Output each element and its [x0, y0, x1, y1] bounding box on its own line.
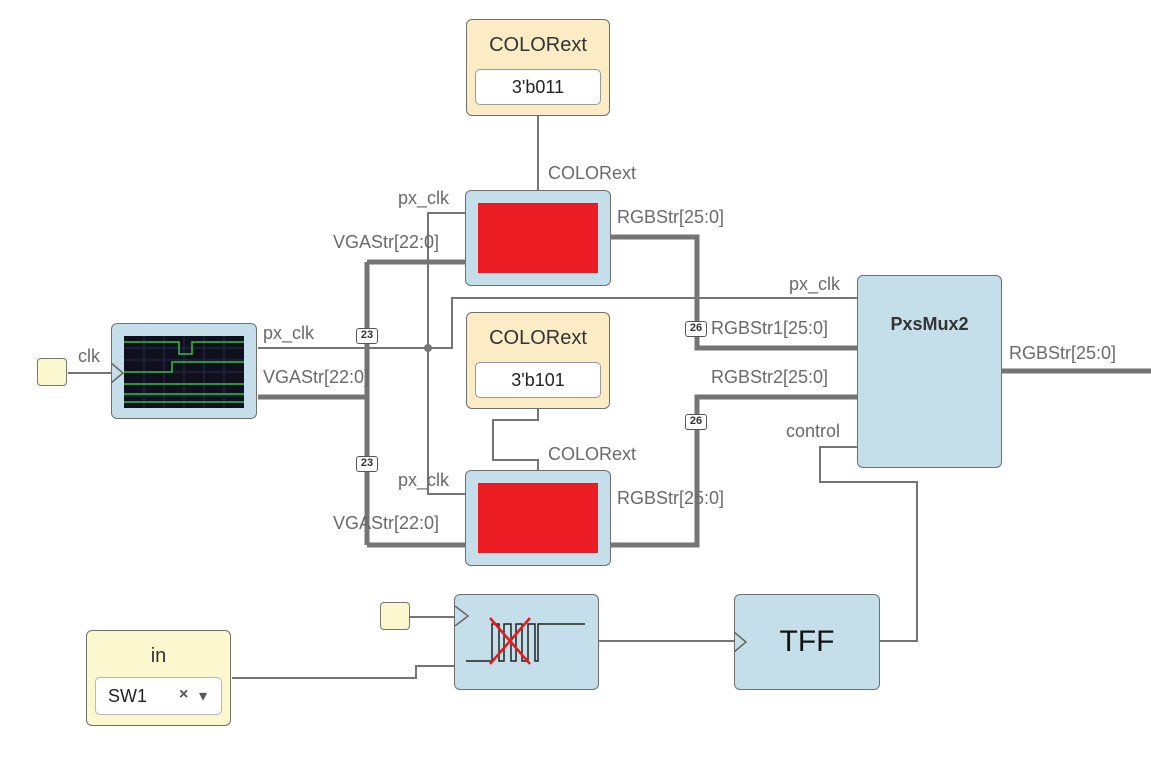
port-label: clk [78, 346, 100, 366]
bus-width-badge: 26 [685, 414, 707, 430]
colorext-constant-mid[interactable]: COLORext 3'b101 [466, 312, 610, 409]
port-label: COLORext [548, 163, 637, 183]
constant-title: COLORext [489, 34, 587, 56]
pxsmux2-block[interactable]: PxsMux2 [857, 275, 1002, 468]
port-label: control [786, 421, 841, 441]
red-screen-icon [478, 203, 598, 273]
port-label: px_clk [789, 274, 841, 294]
input-selector-block[interactable]: in SW1 × ▾ [86, 630, 231, 726]
port-label: COLORext [548, 444, 637, 464]
clear-icon[interactable]: × [179, 686, 189, 703]
tff-block[interactable]: TFF [734, 594, 880, 690]
port-label: px_clk [398, 188, 450, 208]
input-title: in [150, 645, 167, 667]
mux-title: PxsMux2 [890, 314, 969, 334]
port-label: VGAStr[22:0] [333, 232, 440, 252]
clock-input-triangle-icon [111, 362, 125, 384]
port-label: RGBStr[25:0] [617, 488, 725, 508]
bus-width-badge: 23 [356, 328, 378, 344]
port-label: RGBStr2[25:0] [711, 367, 829, 387]
input-select[interactable]: SW1 × ▾ [95, 677, 222, 715]
vga-generator-block[interactable] [111, 323, 257, 419]
debounce-icon [454, 604, 585, 665]
port-label: RGBStr[25:0] [617, 207, 725, 227]
port-label: RGBStr[25:0] [1009, 343, 1117, 363]
debouncer-block[interactable] [454, 594, 599, 690]
bus-width-badge: 26 [685, 321, 707, 337]
constant-value[interactable]: 3'b011 [475, 69, 601, 105]
port-label: px_clk [398, 470, 450, 490]
constant-title: COLORext [489, 327, 587, 349]
colorext-constant-top[interactable]: COLORext 3'b011 [466, 19, 610, 116]
port-label: VGAStr[22:0] [333, 513, 440, 533]
waveform-icon [124, 336, 244, 408]
clock-input-triangle-icon [734, 631, 748, 653]
chevron-down-icon[interactable]: ▾ [199, 688, 208, 705]
red-screen-icon [478, 483, 598, 553]
display-block-bottom[interactable] [465, 470, 611, 566]
constant-value[interactable]: 3'b101 [475, 362, 601, 398]
port-label: RGBStr1[25:0] [711, 318, 829, 338]
debounce-clock-port[interactable] [380, 602, 410, 630]
tff-label: TFF [779, 625, 835, 658]
display-block-top[interactable] [465, 190, 611, 286]
port-label: VGAStr[22:0] [263, 367, 370, 387]
select-value: SW1 [108, 686, 148, 706]
port-label: px_clk [263, 323, 315, 343]
bus-width-badge: 23 [356, 456, 378, 472]
clock-input-port[interactable] [37, 358, 67, 386]
